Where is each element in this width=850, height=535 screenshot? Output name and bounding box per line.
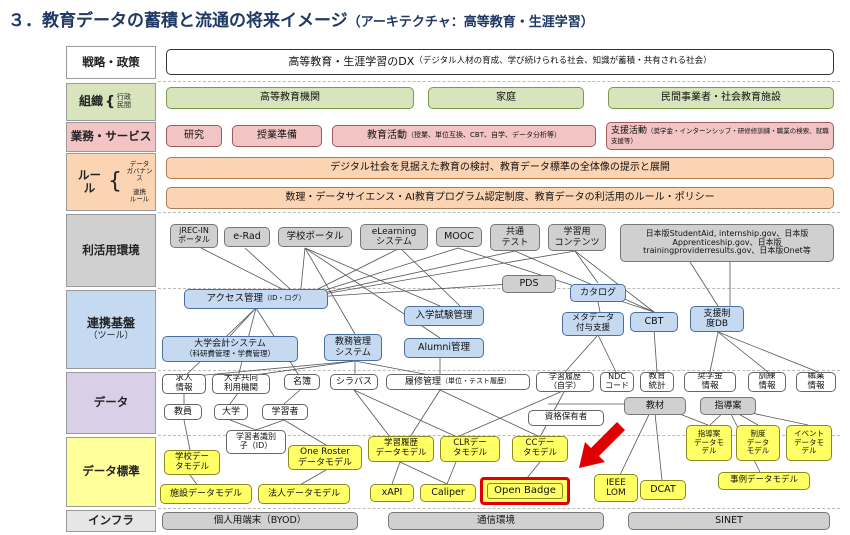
- tool-access-management: アクセス管理（ID・ログ）: [184, 289, 328, 309]
- business-education-activity: 教育活動（授業、単位互換、CBT、自学、データ分析等）: [332, 125, 596, 147]
- env-learning-content: 学習用コンテンツ: [548, 224, 606, 251]
- business-support-activity: 支援活動（奨学金・インターンシップ・研修修訓練・職業の検索、就職支援等）: [606, 122, 834, 150]
- data-shared-institution: 大学共同利用機関: [212, 374, 270, 394]
- data-education-stats: 教育統計: [640, 372, 674, 392]
- tool-academic-affairs: 教務管理システム: [324, 334, 382, 361]
- data-teaching-guide: 指導案: [700, 397, 756, 415]
- data-certificate-holder: 資格保有者: [528, 410, 604, 426]
- data-syllabus: シラバス: [330, 374, 378, 390]
- rule-policy: 数理・データサイエンス・AI教育プログラム認定制度、教育データの利活用のルール・…: [166, 187, 834, 209]
- std-learning-history-model: 学習履歴データモデル: [368, 436, 434, 462]
- layer-label-data: データ: [66, 372, 156, 434]
- data-learner: 学習者: [262, 404, 308, 420]
- tool-catalog: カタログ: [570, 284, 626, 302]
- std-caliper: Caliper: [420, 484, 476, 502]
- tool-metadata-support: メタデータ付与支援: [562, 312, 624, 336]
- data-scholarship-info: 奨学金情報: [684, 372, 736, 392]
- strategy-box: 高等教育・生涯学習のDX（デジタル人材の育成、学び続けられる社会、知識が蓄積・共…: [166, 49, 834, 75]
- row-divider: [158, 370, 840, 371]
- row-divider: [158, 81, 840, 82]
- tool-alumni: Alumni管理: [404, 338, 484, 358]
- std-cc: CCデータモデル: [512, 436, 568, 462]
- env-mooc: MOOC: [436, 227, 482, 247]
- data-roster: 名簿: [284, 374, 320, 390]
- env-common-test: 共通テスト: [490, 224, 540, 251]
- data-occupation-info: 職業情報: [796, 372, 836, 392]
- layer-label-business: 業務・サービス: [66, 122, 156, 152]
- std-facility-model: 施設データモデル: [160, 484, 252, 504]
- layer-label-org: 組織 { 行政民間: [66, 83, 156, 121]
- data-learning-history-self: 学習履歴（自学）: [536, 372, 594, 392]
- std-corporate-model: 法人データモデル: [258, 484, 350, 504]
- layer-label-strategy: 戦略・政策: [66, 46, 156, 79]
- std-school-data-model: 学校データモデル: [164, 450, 220, 475]
- highlight-arrow-icon: [579, 422, 625, 468]
- std-xapi: xAPI: [370, 484, 414, 502]
- data-training-info: 訓練情報: [748, 372, 786, 392]
- std-teaching-guide-model: 指導案データモデル: [686, 425, 732, 461]
- business-research: 研究: [166, 125, 222, 147]
- env-erad: e-Rad: [224, 227, 270, 247]
- layer-label-tools: 連携基盤（ツール）: [66, 290, 156, 369]
- layer-label-standards: データ標準: [66, 437, 156, 507]
- tool-entrance-exam: 入学試験管理: [404, 306, 484, 326]
- data-course-history: 履修管理（単位・テスト履歴）: [386, 374, 530, 390]
- row-divider: [158, 212, 840, 213]
- data-teaching-material: 教材: [624, 397, 686, 415]
- data-job-info: 求人情報: [162, 374, 206, 394]
- std-system-model: 制度データモデル: [736, 425, 780, 461]
- infra-sinet: SINET: [628, 512, 830, 530]
- org-private: 民間事業者・社会教育施設: [608, 87, 834, 109]
- org-family: 家庭: [428, 87, 584, 109]
- tool-pds: PDS: [502, 275, 556, 293]
- layer-label-rule: ルール { データガバナンス連携ルール: [66, 153, 156, 211]
- infra-network: 通信環境: [388, 512, 604, 530]
- std-event-model: イベントデータモデル: [786, 425, 832, 461]
- data-teacher: 教員: [164, 404, 202, 420]
- std-learner-id: 学習者識別子（ID）: [226, 430, 286, 454]
- tool-cbt: CBT: [630, 312, 678, 332]
- layer-label-env: 利活用環境: [66, 214, 156, 287]
- rule-governance: デジタル社会を見据えた教育の検討、教育データ標準の全体像の提示と展開: [166, 157, 834, 179]
- org-higher-education: 高等教育機関: [166, 87, 414, 109]
- std-dcat: DCAT: [640, 480, 686, 500]
- tool-support-db: 支援制度DB: [690, 306, 744, 332]
- layer-label-infra: インフラ: [66, 510, 156, 532]
- row-divider: [158, 508, 840, 509]
- infra-byod: 個人用端末（BYOD）: [162, 512, 358, 530]
- data-university: 大学: [214, 404, 248, 420]
- business-class-prep: 授業準備: [232, 125, 322, 147]
- env-school-portal: 学校ポータル: [278, 227, 352, 247]
- std-clr: CLRデータモデル: [440, 436, 500, 462]
- std-open-badge: Open Badge: [480, 477, 570, 505]
- tool-accounting-system: 大学会計システム（科研費管理・学費管理）: [162, 336, 298, 362]
- page-title: ３．教育データの蓄積と流通の将来イメージ（アーキテクチャ：高等教育・生涯学習）: [8, 11, 594, 31]
- std-case-model: 事例データモデル: [718, 472, 810, 490]
